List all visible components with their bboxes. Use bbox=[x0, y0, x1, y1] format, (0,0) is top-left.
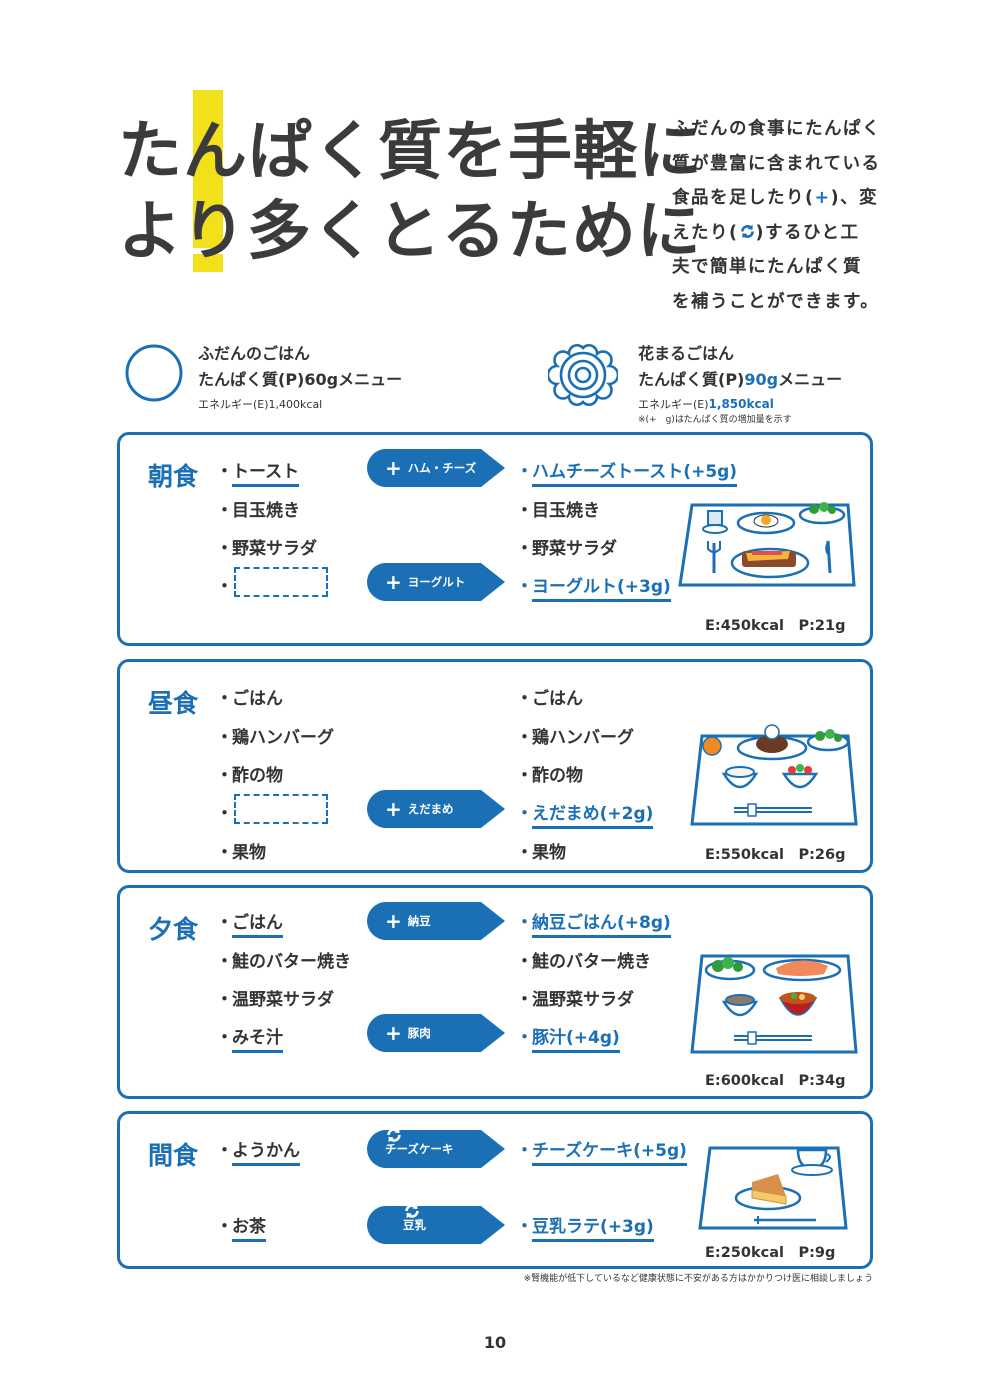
left-item: ・ようかん bbox=[216, 1136, 300, 1166]
section-snack: 間食 ・ようかん ・お茶 チーズケーキ 豆乳 ・チーズケーキ(+5g) ・豆乳ラ… bbox=[117, 1111, 873, 1269]
left-item: ・野菜サラダ bbox=[216, 539, 317, 559]
left-item: ・目玉焼き bbox=[216, 501, 300, 521]
left-item: ・ bbox=[216, 577, 233, 597]
left-item: ・ごはん bbox=[216, 908, 283, 938]
swap-icon bbox=[405, 1203, 419, 1219]
section-dinner: 夕食 ・ごはん ・鮭のバター焼き ・温野菜サラダ ・みそ汁 +納豆 +豚肉 ・納… bbox=[117, 885, 873, 1099]
meal-title: 夕食 bbox=[148, 915, 199, 944]
right-item: ・豆乳ラテ(+3g) bbox=[516, 1212, 654, 1242]
add-arrow: +豚肉 bbox=[363, 1010, 507, 1056]
plus-icon: + bbox=[814, 188, 831, 208]
plus-icon: + bbox=[385, 797, 402, 821]
nutrition-summary: E:550kcal P:26g bbox=[705, 847, 846, 863]
intro-line: 質が豊富に含まれている bbox=[672, 153, 881, 174]
legend-flower-protein-prefix: たんぱく質(P) bbox=[638, 370, 745, 389]
intro-line-part: えたり( bbox=[672, 222, 739, 243]
exclamation-highlight bbox=[193, 90, 223, 248]
exclamation-dot bbox=[193, 254, 223, 272]
right-item: ・温野菜サラダ bbox=[516, 990, 634, 1010]
right-item: ・豚汁(+4g) bbox=[516, 1023, 620, 1053]
legend-flower-energy-value: 1,850kcal bbox=[708, 397, 774, 411]
left-item: ・ごはん bbox=[216, 689, 283, 709]
left-item: ・トースト bbox=[216, 457, 300, 487]
plus-icon: + bbox=[385, 456, 402, 480]
legend-note: ※(+ g)はたんぱく質の増加量を示す bbox=[638, 415, 792, 425]
intro-line: 食品を足したり(+)、変 bbox=[672, 181, 892, 216]
snack-tray-illustration bbox=[698, 1146, 848, 1230]
legend-flower-name: 花まるごはん bbox=[638, 344, 735, 363]
add-arrow: +ヨーグルト bbox=[363, 559, 507, 605]
nutrition-summary: E:600kcal P:34g bbox=[705, 1073, 846, 1089]
plus-icon: + bbox=[385, 909, 402, 933]
meal-title: 昼食 bbox=[148, 689, 199, 718]
intro-line: 夫で簡単にたんぱく質 bbox=[672, 257, 862, 277]
right-item: ・鮭のバター焼き bbox=[516, 952, 651, 972]
section-lunch: 昼食 ・ごはん ・鶏ハンバーグ ・酢の物 ・ ・果物 +えだまめ ・ごはん ・鶏… bbox=[117, 659, 873, 873]
plus-icon: + bbox=[385, 570, 402, 594]
legend-normal-protein: たんぱく質(P)60gメニュー bbox=[198, 370, 403, 389]
dinner-tray-illustration bbox=[690, 954, 858, 1054]
intro-line: えたり( )するひと工 bbox=[672, 216, 892, 251]
intro-line-part: )するひと工 bbox=[755, 222, 860, 243]
left-item: ・果物 bbox=[216, 843, 266, 863]
lunch-tray-illustration bbox=[690, 724, 858, 826]
left-item: ・お茶 bbox=[216, 1212, 266, 1242]
breakfast-tray-illustration bbox=[678, 502, 856, 587]
empty-slot bbox=[234, 567, 328, 597]
intro-text: ふだんの食事にたんぱく 質が豊富に含まれている 食品を足したり(+)、変 えたり… bbox=[672, 112, 892, 319]
nutrition-summary: E:250kcal P:9g bbox=[705, 1245, 836, 1261]
plain-circle-icon bbox=[125, 344, 183, 402]
page-title-line1: たんぱく質を手軽に bbox=[118, 115, 703, 189]
right-item: ・野菜サラダ bbox=[516, 539, 617, 559]
right-item: ・納豆ごはん(+8g) bbox=[516, 908, 671, 938]
add-arrow: +えだまめ bbox=[363, 786, 507, 832]
left-item: ・鮭のバター焼き bbox=[216, 952, 351, 972]
intro-line: を補うことができます。 bbox=[672, 291, 880, 312]
left-item: ・鶏ハンバーグ bbox=[216, 728, 334, 748]
legend-flower-protein: たんぱく質(P)90gメニュー bbox=[638, 366, 842, 390]
page-number: 10 bbox=[483, 1333, 507, 1352]
meal-title: 間食 bbox=[148, 1141, 199, 1170]
left-item: ・ bbox=[216, 804, 233, 824]
right-item: ・ハムチーズトースト(+5g) bbox=[516, 457, 738, 487]
plus-icon: + bbox=[385, 1021, 402, 1045]
left-item: ・みそ汁 bbox=[216, 1023, 283, 1053]
page-title-line2: より多くとるために bbox=[118, 195, 702, 269]
intro-line: ふだんの食事にたんぱく bbox=[672, 119, 881, 139]
legend-flower-energy: エネルギー(E)1,850kcal bbox=[638, 396, 774, 412]
intro-line-part: )、変 bbox=[830, 188, 879, 208]
swap-arrow: 豆乳 bbox=[363, 1202, 507, 1248]
right-item: ・ごはん bbox=[516, 689, 583, 709]
legend-flower-energy-prefix: エネルギー(E) bbox=[638, 398, 709, 411]
intro-line-part: 食品を足したり( bbox=[672, 188, 815, 208]
section-breakfast: 朝食 ・トースト ・目玉焼き ・野菜サラダ ・ +ハム・チーズ +ヨーグルト ・… bbox=[117, 432, 873, 646]
swap-arrow: チーズケーキ bbox=[363, 1126, 507, 1172]
right-item: ・果物 bbox=[516, 843, 566, 863]
right-item: ・目玉焼き bbox=[516, 501, 600, 521]
add-arrow: +納豆 bbox=[363, 898, 507, 944]
swap-icon bbox=[740, 224, 754, 238]
empty-slot bbox=[234, 794, 328, 824]
right-item: ・ヨーグルト(+3g) bbox=[516, 572, 671, 602]
meal-title: 朝食 bbox=[148, 462, 199, 491]
right-item: ・酢の物 bbox=[516, 766, 583, 786]
swap-icon bbox=[387, 1127, 401, 1143]
flower-icon bbox=[548, 343, 618, 407]
legend-flower-protein-value: 90g bbox=[744, 370, 779, 389]
legend-normal-name: ふだんのごはん bbox=[198, 344, 311, 363]
right-item: ・チーズケーキ(+5g) bbox=[516, 1136, 687, 1166]
legend-normal-energy: エネルギー(E)1,400kcal bbox=[198, 398, 323, 411]
right-item: ・えだまめ(+2g) bbox=[516, 799, 654, 829]
left-item: ・温野菜サラダ bbox=[216, 990, 334, 1010]
footnote: ※腎機能が低下しているなど健康状態に不安がある方はかかりつけ医に相談しましょう bbox=[523, 1274, 873, 1284]
add-arrow: +ハム・チーズ bbox=[363, 445, 507, 491]
right-item: ・鶏ハンバーグ bbox=[516, 728, 634, 748]
left-item: ・酢の物 bbox=[216, 766, 283, 786]
nutrition-summary: E:450kcal P:21g bbox=[705, 618, 846, 634]
legend-flower-protein-suffix: メニュー bbox=[778, 370, 843, 389]
